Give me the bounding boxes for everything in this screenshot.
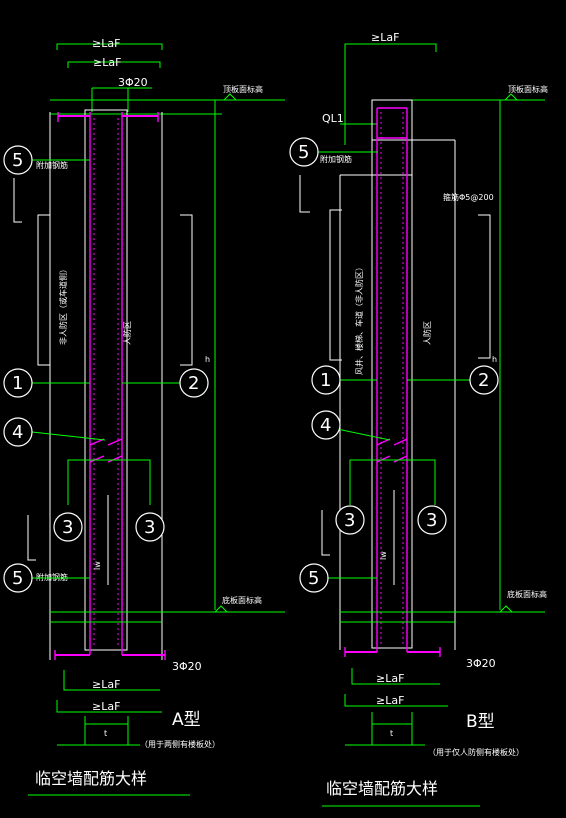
type-note-b: （用于仅人防侧有楼板处） <box>428 747 524 757</box>
dim-label-b-top: ≥LaF <box>371 31 399 44</box>
bar-note-b-upper: 附加钢筋 <box>320 154 352 164</box>
top-elevation-a: 顶板面标高 <box>223 84 263 94</box>
h-mark-a: h <box>205 355 210 364</box>
svg-text:2: 2 <box>478 370 489 391</box>
callout-a-4: 4 <box>3 417 33 447</box>
bottom-elevation-a: 底板面标高 <box>222 595 262 605</box>
type-title-a: A型 <box>172 710 201 730</box>
callout-b-2: 2 <box>469 365 499 395</box>
t-mark-a: t <box>104 729 107 738</box>
top-elevation-b: 顶板面标高 <box>508 84 548 94</box>
caption-right-text: 临空墙配筋大样 <box>326 779 438 798</box>
callout-b-4: 4 <box>311 410 341 440</box>
caption-right: 临空墙配筋大样 <box>322 779 480 807</box>
type-note-a: （用于两侧有楼板处） <box>140 739 220 749</box>
svg-text:5: 5 <box>308 568 319 589</box>
callout-b-5-lower: 5 <box>299 563 329 593</box>
detail-b: ≥LaF 顶板面标高 QL1 底板面标高 <box>289 31 548 757</box>
dim-label-a-bottom-2: ≥LaF <box>92 700 120 713</box>
svg-text:5: 5 <box>298 142 309 163</box>
t-mark-b: t <box>390 729 393 738</box>
callout-b-5-upper: 5 <box>289 137 319 167</box>
svg-text:4: 4 <box>12 422 23 443</box>
rebar-label-a-top: 3Φ20 <box>118 76 148 89</box>
wall-b <box>371 99 413 649</box>
bar-note-a-upper: 附加钢筋 <box>36 160 68 170</box>
beam-label-b: QL1 <box>322 112 344 125</box>
svg-text:5: 5 <box>12 568 23 589</box>
svg-text:5: 5 <box>12 150 23 171</box>
dim-label-a-bottom-1: ≥LaF <box>92 678 120 691</box>
dim-label-b-bottom-2: ≥LaF <box>376 694 404 707</box>
svg-text:2: 2 <box>188 373 199 394</box>
svg-text:3: 3 <box>62 517 73 538</box>
stirrup-note-b: 箍筋Φ5@200 <box>443 192 494 202</box>
svg-text:3: 3 <box>144 517 155 538</box>
h-mark-b: h <box>492 355 497 364</box>
dim-line-b-top <box>344 43 437 52</box>
lap-mark-b: lw <box>379 551 388 560</box>
callout-a-5-lower: 5 <box>3 563 33 593</box>
dim-label-b-bottom-1: ≥LaF <box>376 672 404 685</box>
caption-left-text: 临空墙配筋大样 <box>35 769 147 788</box>
rebar-label-a-bottom: 3Φ20 <box>172 660 202 673</box>
wall-a <box>84 109 128 651</box>
svg-text:3: 3 <box>344 510 355 531</box>
svg-text:3: 3 <box>426 510 437 531</box>
dim-line-a-top-1 <box>56 43 163 50</box>
detail-a: ≥LaF ≥LaF 3Φ20 顶板面标高 <box>3 37 285 749</box>
callout-a-5-upper: 5 <box>3 145 33 175</box>
bottom-elevation-b: 底板面标高 <box>507 589 547 599</box>
zone-left-b: 风井、楼梯、车道（非人防区） <box>354 263 364 375</box>
callout-a-3-right: 3 <box>135 512 165 542</box>
lap-mark-a: lw <box>93 561 102 570</box>
zone-right-a: 人防区 <box>122 321 132 345</box>
bar-note-a-lower: 附加钢筋 <box>36 572 68 582</box>
type-title-b: B型 <box>466 712 495 732</box>
dim-line-a-top-2 <box>67 61 161 68</box>
callout-b-3-right: 3 <box>417 505 447 535</box>
dim-label-a-top-1: ≥LaF <box>92 37 120 50</box>
svg-text:4: 4 <box>320 415 331 436</box>
zone-right-b: 人防区 <box>422 321 432 345</box>
dim-label-a-top-2: ≥LaF <box>93 56 121 69</box>
zone-left-a: 非人防区（或车道侧） <box>58 265 68 345</box>
callout-b-3-left: 3 <box>335 505 365 535</box>
caption-left: 临空墙配筋大样 <box>28 769 190 796</box>
svg-text:1: 1 <box>12 373 23 394</box>
beam-ql1 <box>371 99 413 141</box>
callout-a-3-left: 3 <box>53 512 83 542</box>
svg-text:1: 1 <box>320 370 331 391</box>
rebar-label-b-bottom: 3Φ20 <box>466 657 496 670</box>
callout-b-1: 1 <box>311 365 341 395</box>
callout-a-2: 2 <box>179 368 209 398</box>
callout-a-1: 1 <box>3 368 33 398</box>
